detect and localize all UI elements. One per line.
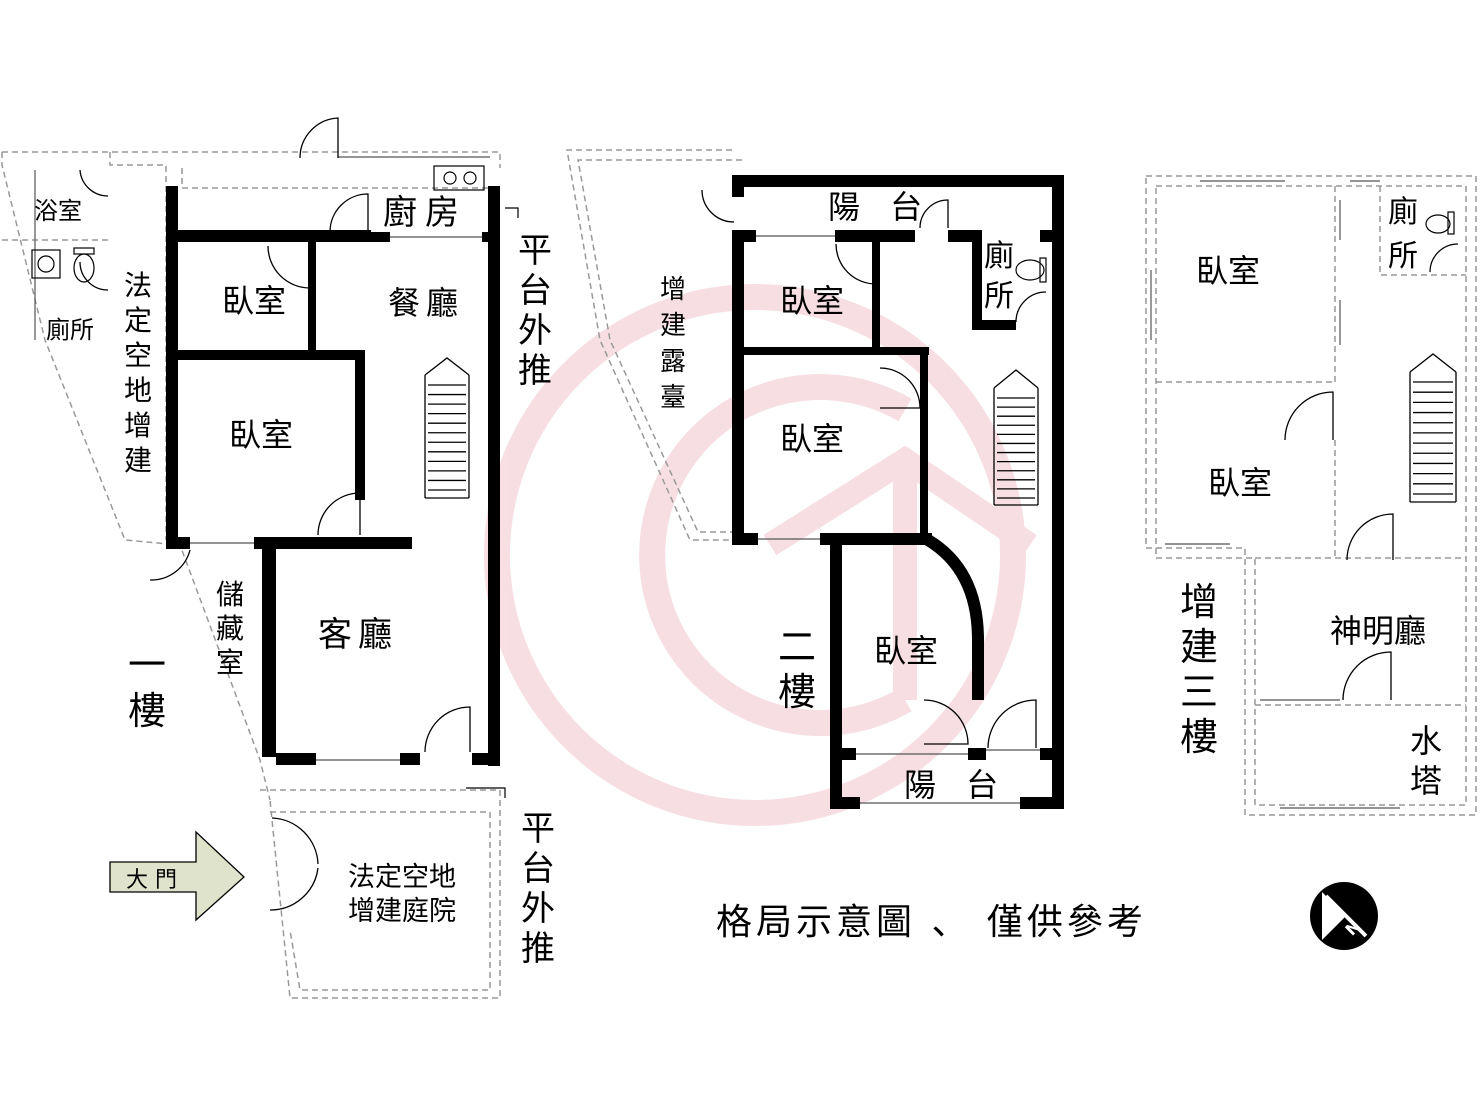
svg-text:外: 外	[521, 889, 555, 929]
kitchen-sink-icon	[433, 165, 485, 191]
svg-text:建: 建	[124, 444, 152, 477]
svg-text:地: 地	[124, 374, 152, 407]
footer-note: 格局示意圖 、 僅供參考	[716, 902, 1147, 943]
gate-label: 大 門	[126, 868, 177, 893]
svg-text:二: 二	[778, 625, 816, 669]
room-label-balcony-top: 陽 台	[828, 188, 932, 226]
toilet-icon	[73, 247, 95, 283]
room-label-bedroom-a: 臥室	[780, 282, 844, 320]
room-label-living: 客廳	[318, 615, 398, 655]
svg-text:樓: 樓	[128, 689, 166, 733]
svg-text:廁: 廁	[1388, 195, 1418, 230]
room-label-bedroom-b: 臥室	[229, 416, 293, 454]
svg-text:平: 平	[521, 809, 555, 849]
room-label-dining: 餐廳	[388, 284, 464, 322]
svg-text:推: 推	[518, 351, 552, 391]
label-platform-push-top: 平 台 外 推	[518, 231, 552, 391]
room-label-balcony-bottom: 陽 台	[904, 766, 1008, 804]
svg-text:三: 三	[1180, 670, 1218, 714]
svg-text:塔: 塔	[1410, 762, 1442, 800]
svg-text:所: 所	[1388, 239, 1418, 274]
svg-text:增: 增	[124, 409, 152, 442]
room-label-courtyard: 法定空地 增建庭院	[348, 862, 456, 927]
room-label-toilet: 廁所	[46, 316, 94, 344]
room-label-toilet: 廁 所	[1388, 195, 1418, 274]
svg-text:儲: 儲	[216, 578, 244, 611]
svg-text:樓: 樓	[1180, 715, 1218, 759]
svg-text:台: 台	[521, 849, 555, 889]
svg-text:藏: 藏	[216, 612, 244, 645]
toilet-icon	[1425, 211, 1455, 235]
floor-label-1f: 一 樓	[128, 643, 166, 733]
svg-text:露: 露	[660, 347, 686, 377]
svg-text:增建庭院: 增建庭院	[348, 896, 456, 927]
svg-text:增: 增	[660, 275, 686, 305]
room-label-terrace: 增 建 露 臺	[660, 275, 686, 413]
room-label-bedroom-a: 臥室	[222, 282, 286, 320]
room-label-bathroom: 浴室	[34, 197, 82, 225]
room-label-storage: 儲 藏 室	[216, 578, 244, 679]
room-label-legal-extension: 法 定 空 地 增 建	[124, 269, 152, 477]
room-label-shrine: 神明廳	[1330, 612, 1426, 650]
room-label-bedroom-a: 臥室	[1196, 252, 1260, 290]
floor2-plan: 陽 台 臥室 廁 所 臥室 臥室 陽 台 增 建 露 臺 二 樓	[566, 149, 1064, 809]
svg-text:所: 所	[984, 279, 1014, 314]
svg-text:外: 外	[518, 311, 552, 351]
svg-text:法: 法	[124, 269, 152, 302]
svg-text:臺: 臺	[660, 383, 686, 413]
room-label-bedroom-b: 臥室	[1208, 464, 1272, 502]
staircase-icon	[1409, 353, 1457, 503]
room-label-toilet: 廁 所	[984, 239, 1014, 314]
floor3-plan: 臥室 廁 所 臥室 神明廳 水 塔 增 建 三 樓	[1145, 175, 1477, 816]
washbasin-icon	[31, 249, 61, 279]
svg-text:推: 推	[521, 929, 555, 969]
svg-text:建: 建	[1180, 625, 1218, 669]
svg-text:廁: 廁	[984, 239, 1014, 274]
svg-text:一: 一	[128, 643, 166, 687]
room-label-water-tower: 水 塔	[1410, 722, 1442, 800]
staircase-icon	[993, 369, 1039, 506]
label-platform-push-bottom: 平 台 外 推	[521, 809, 555, 969]
floor-label-3f: 增 建 三 樓	[1180, 580, 1218, 759]
svg-text:平: 平	[518, 231, 552, 271]
svg-text:增: 增	[1180, 580, 1218, 624]
svg-text:空: 空	[124, 339, 152, 372]
room-label-bedroom-c: 臥室	[874, 632, 938, 670]
floor-label-2f: 二 樓	[778, 625, 816, 714]
svg-text:台: 台	[518, 271, 552, 311]
svg-text:水: 水	[1410, 722, 1442, 760]
svg-text:法定空地: 法定空地	[348, 862, 456, 893]
svg-text:樓: 樓	[778, 670, 816, 714]
room-label-bedroom-b: 臥室	[780, 420, 844, 458]
svg-text:室: 室	[216, 646, 244, 679]
svg-text:定: 定	[124, 304, 152, 337]
north-arrow-icon: N	[1310, 882, 1378, 950]
toilet-icon	[1015, 257, 1047, 283]
gate-arrow-icon	[109, 830, 245, 922]
svg-text:建: 建	[660, 311, 686, 341]
staircase-icon	[424, 357, 470, 499]
room-label-kitchen: 廚房	[383, 193, 467, 233]
floor1-plan: 浴室 廁所 廚房 臥室 餐廳 臥室 客廳 儲 藏 室 法 定 空 地 增 建 平…	[1, 117, 555, 999]
